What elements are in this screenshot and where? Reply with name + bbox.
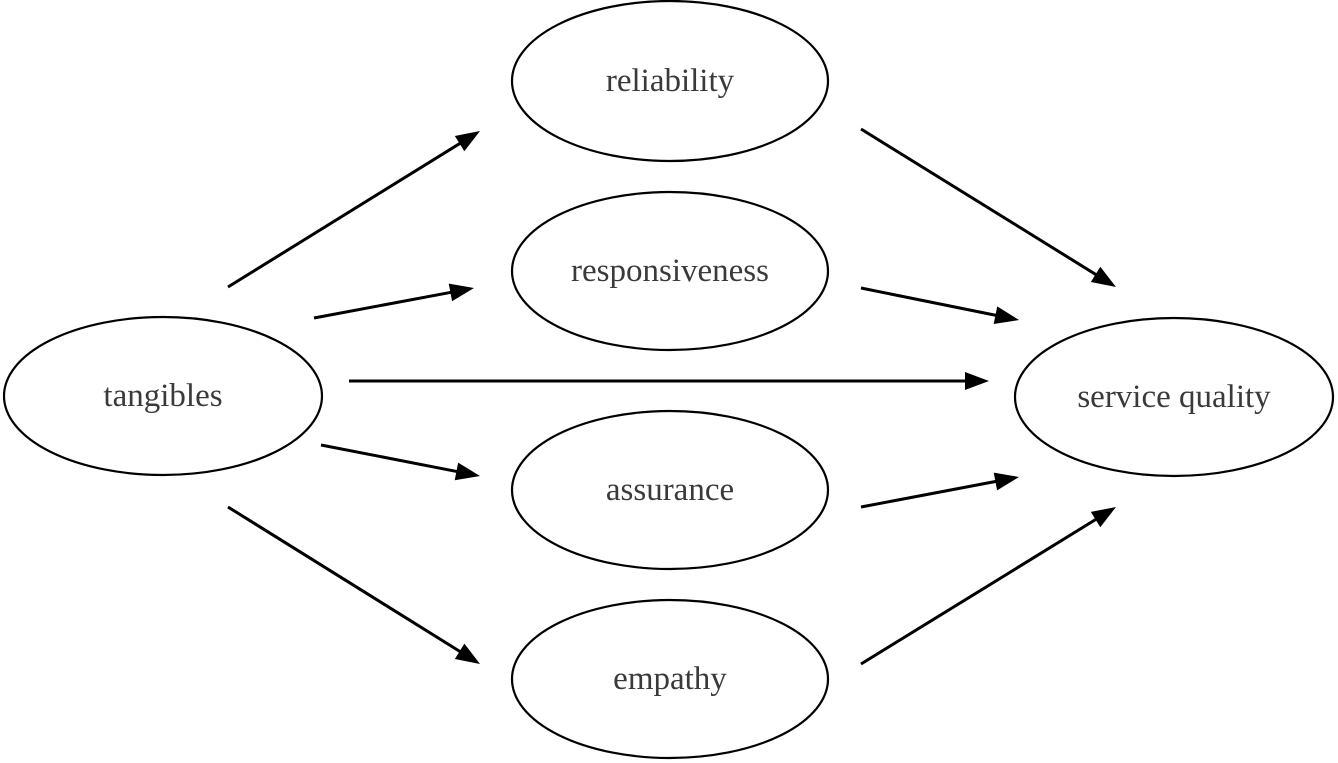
arrow-responsiveness-to-service-quality-head [993, 306, 1019, 325]
arrow-empathy-to-service-quality-line [860, 517, 1099, 666]
node-tangibles-label: tangibles [103, 378, 222, 414]
arrow-tangibles-to-responsiveness-head [448, 283, 474, 302]
arrow-assurance-to-service-quality [860, 472, 1019, 509]
arrow-tangibles-to-reliability-head [454, 131, 480, 152]
node-service-quality: service quality [1013, 316, 1335, 478]
edges-layer [227, 127, 1116, 666]
arrow-tangibles-to-service-quality [349, 372, 989, 390]
arrow-reliability-to-service-quality-head [1090, 266, 1116, 287]
arrow-responsiveness-to-service-quality-line [860, 286, 998, 318]
arrow-empathy-to-service-quality-head [1090, 507, 1116, 528]
arrow-tangibles-to-empathy-head [454, 643, 480, 664]
arrow-tangibles-to-assurance-line [320, 443, 459, 474]
arrow-assurance-to-service-quality-line [860, 479, 998, 509]
arrow-tangibles-to-service-quality-head [965, 372, 989, 390]
node-empathy: empathy [510, 598, 830, 760]
node-responsiveness-label: responsiveness [571, 253, 769, 289]
arrow-tangibles-to-reliability-line [227, 141, 463, 289]
node-tangibles: tangibles [2, 315, 324, 477]
node-tangibles-ellipse [2, 315, 324, 477]
node-reliability-label: reliability [606, 63, 735, 99]
arrow-responsiveness-to-service-quality [860, 286, 1019, 325]
node-reliability-ellipse [510, 0, 830, 163]
node-assurance: assurance [510, 409, 830, 571]
node-reliability: reliability [510, 0, 830, 163]
arrow-empathy-to-service-quality [860, 507, 1116, 666]
arrow-tangibles-to-responsiveness-line [313, 290, 453, 320]
node-assurance-label: assurance [606, 472, 734, 508]
arrow-tangibles-to-assurance-head [454, 462, 480, 481]
arrow-tangibles-to-reliability [227, 131, 480, 289]
node-empathy-label: empathy [613, 661, 727, 697]
arrow-assurance-to-service-quality-head [993, 472, 1019, 491]
node-service-quality-ellipse [1013, 316, 1335, 478]
arrow-tangibles-to-empathy-line [227, 505, 463, 654]
node-service-quality-label: service quality [1077, 379, 1271, 415]
arrow-tangibles-to-responsiveness [313, 283, 474, 320]
node-responsiveness-ellipse [510, 190, 830, 352]
arrow-tangibles-to-assurance [320, 443, 480, 481]
arrow-reliability-to-service-quality-line [860, 127, 1099, 277]
node-responsiveness: responsiveness [510, 190, 830, 352]
arrow-tangibles-to-empathy [227, 505, 480, 664]
node-assurance-ellipse [510, 409, 830, 571]
arrow-reliability-to-service-quality [860, 127, 1116, 287]
node-empathy-ellipse [510, 598, 830, 760]
